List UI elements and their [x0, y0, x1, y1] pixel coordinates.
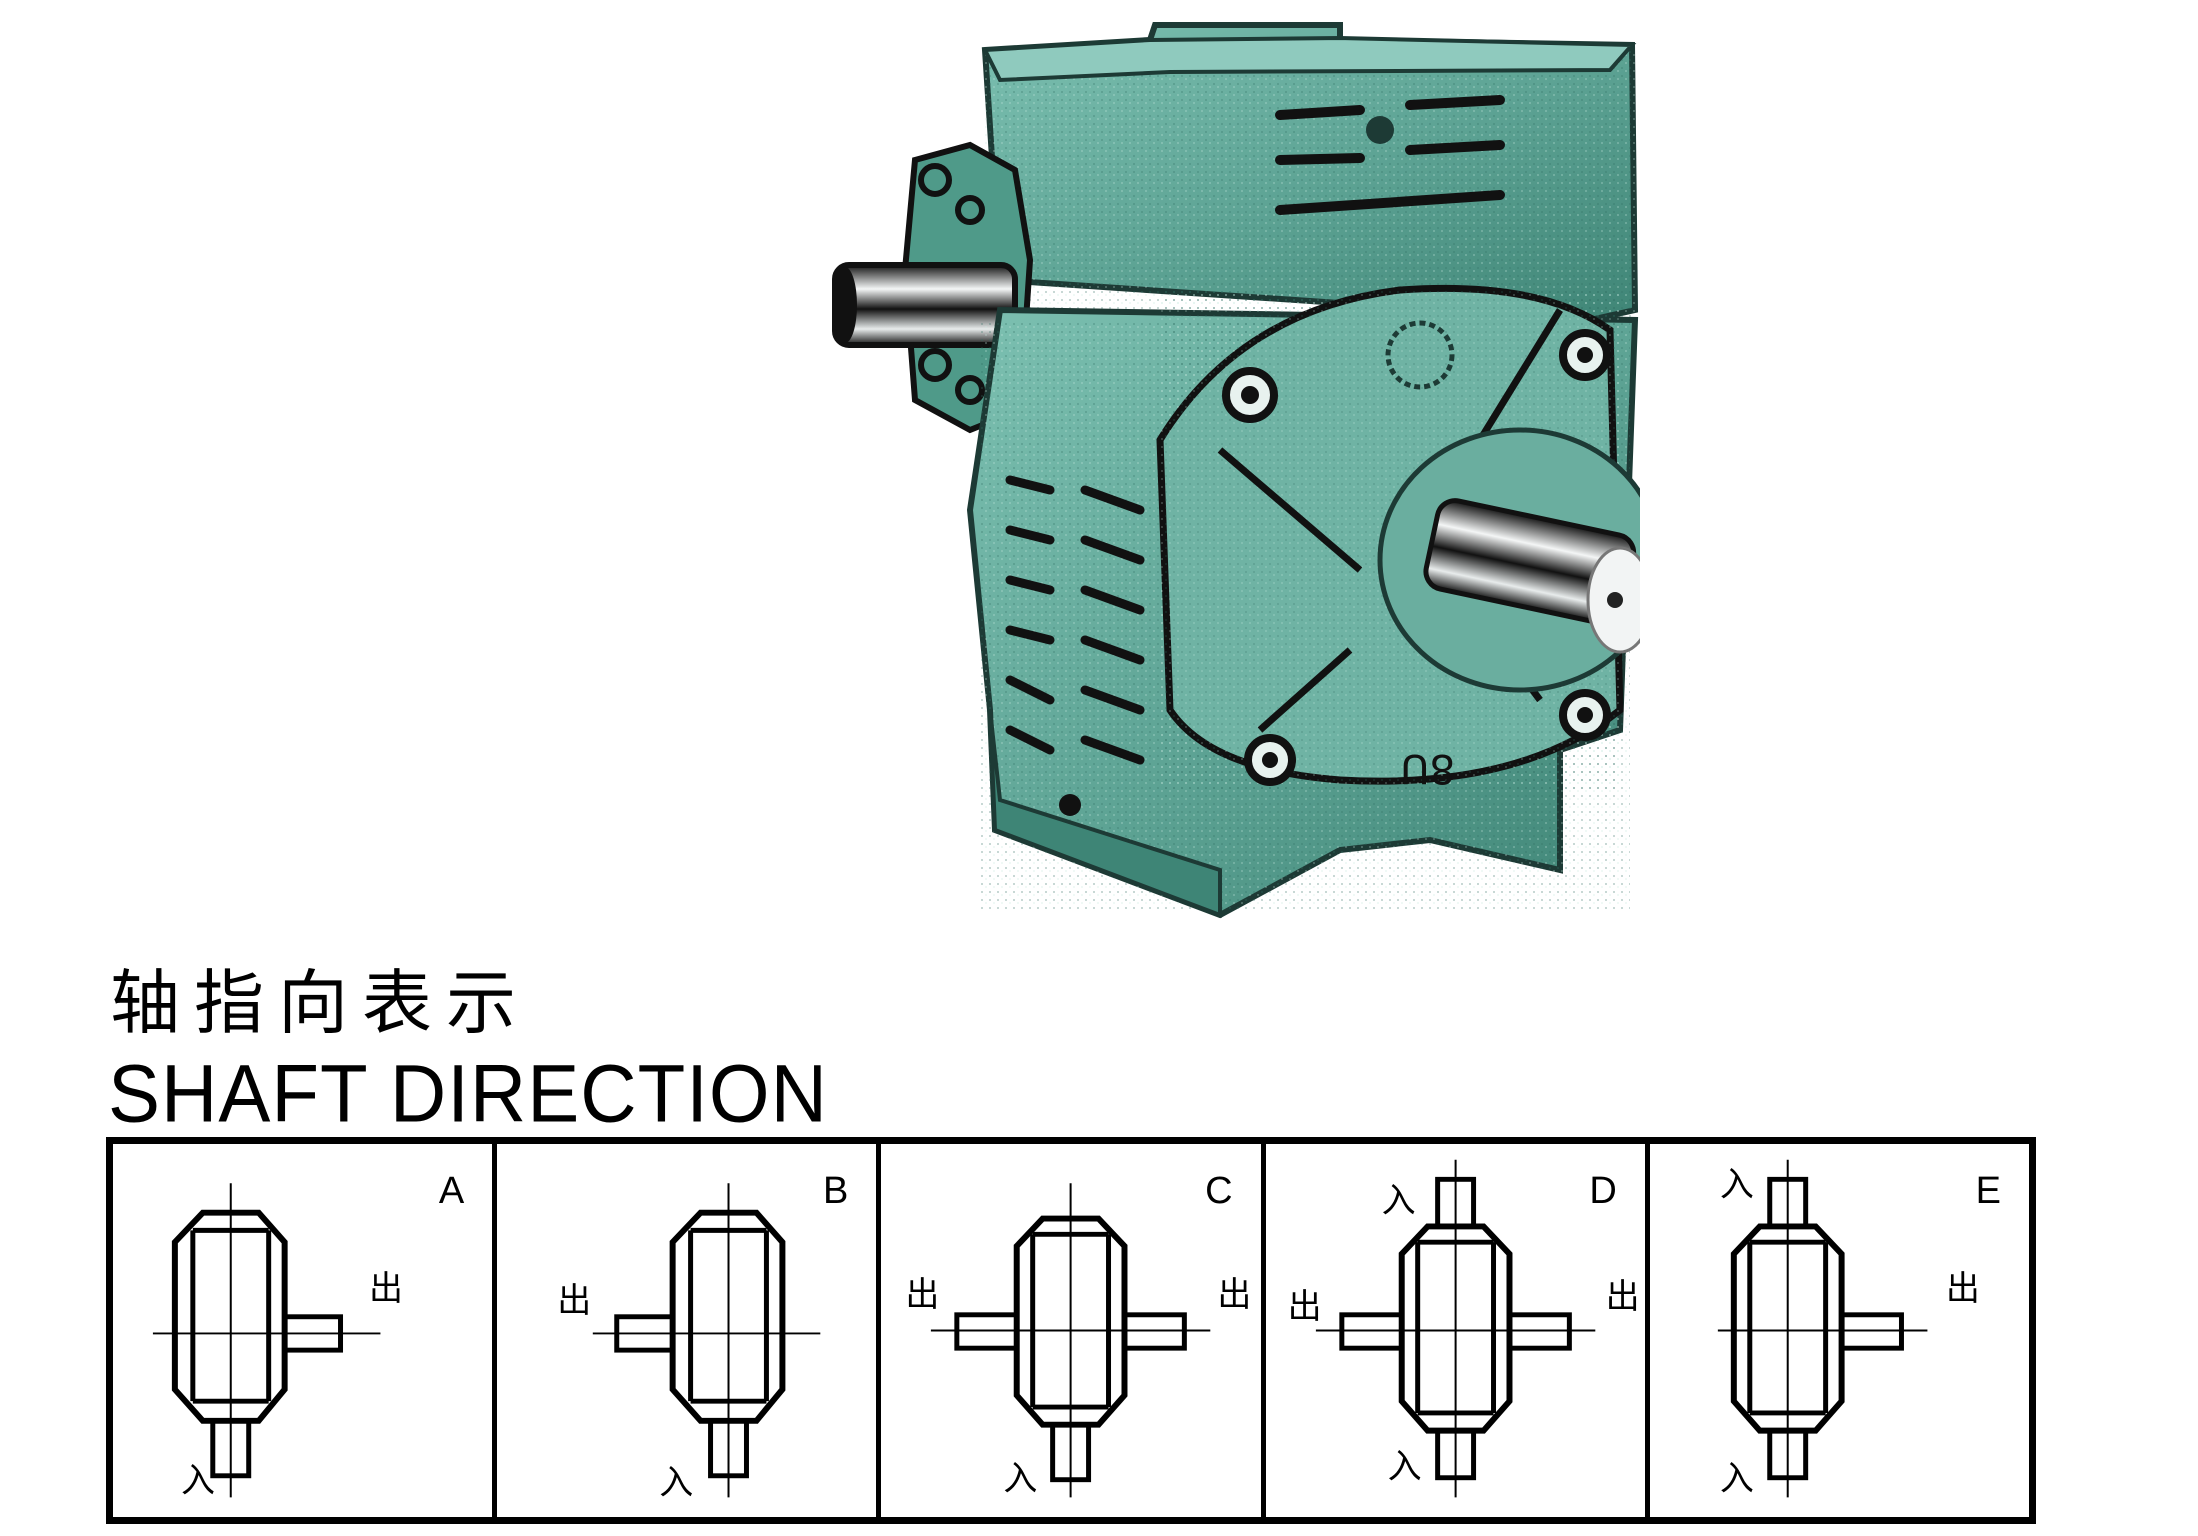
gearbox-photo: 8U: [820, 10, 1663, 930]
output-shaft-left: [954, 1312, 1020, 1351]
input-shaft-top: [1767, 1176, 1808, 1229]
panel-letter: B: [823, 1170, 849, 1212]
brand-logo: [1385, 320, 1455, 390]
title-english: SHAFT DIRECTION: [108, 1046, 828, 1140]
casting-mark: 8U: [1400, 745, 1455, 791]
gear-housing: [1014, 1215, 1128, 1428]
input-label: 入: [181, 1461, 215, 1501]
output-shaft-right: [1506, 1312, 1572, 1351]
cover-bolts: [1222, 329, 1611, 786]
output-label-left: 出: [1287, 1287, 1322, 1327]
output-shaft: [1838, 1312, 1904, 1351]
output-label-right: 出: [1217, 1275, 1252, 1315]
input-shaft: [210, 1418, 252, 1479]
input-shaft-top: [1434, 1176, 1476, 1229]
output-shaft-left: [1338, 1312, 1404, 1351]
diagram-e: [1717, 1159, 1928, 1498]
output-shaft: [282, 1314, 344, 1353]
diagram-b: [593, 1183, 821, 1498]
output-label: 出: [369, 1269, 403, 1309]
input-label: 入: [659, 1463, 694, 1503]
output-label-left: 出: [905, 1275, 940, 1315]
panel-a: A 出 入: [113, 1144, 498, 1517]
output-shaft-right: [1122, 1312, 1188, 1351]
input-label-top: 入: [1381, 1181, 1416, 1221]
side-fins: [1005, 475, 1145, 765]
input-label-top: 入: [1719, 1165, 1754, 1205]
panel-d: D 入 入 出 出: [1266, 1144, 1650, 1517]
panel-c: C 出 出 入: [881, 1144, 1266, 1517]
input-shaft: [1050, 1422, 1092, 1483]
gear-housing: [1398, 1223, 1513, 1434]
diagram-c: [931, 1183, 1211, 1498]
output-label-right: 出: [1605, 1277, 1640, 1317]
panel-b: B 出 入: [497, 1144, 882, 1517]
input-shaft-bottom: [1434, 1428, 1476, 1481]
panel-letter: E: [1975, 1170, 2002, 1212]
gearbox-illustration: 8U: [832, 22, 1663, 919]
diagram-d: [1315, 1159, 1595, 1498]
gear-housing: [669, 1209, 786, 1424]
shaft-direction-table: A 出 入 B 出 入: [106, 1137, 2036, 1524]
diagram-a: [152, 1183, 381, 1498]
gear-housing: [1730, 1223, 1845, 1434]
input-shaft: [708, 1418, 750, 1479]
output-label: 出: [557, 1281, 592, 1321]
output-shaft: [614, 1314, 676, 1353]
title-chinese: 轴指向表示: [110, 962, 530, 1044]
panel-letter: C: [1205, 1170, 1233, 1212]
input-label-bottom: 入: [1387, 1447, 1422, 1487]
cooling-fins: [1275, 95, 1505, 215]
gear-housing: [171, 1209, 288, 1424]
panel-letter: D: [1589, 1170, 1617, 1212]
input-shaft-bottom: [1767, 1428, 1808, 1481]
input-label: 入: [1003, 1459, 1038, 1499]
output-label: 出: [1945, 1269, 1980, 1309]
panel-letter: A: [438, 1170, 465, 1212]
input-label-bottom: 入: [1719, 1459, 1754, 1499]
panel-e: E 入 入 出: [1650, 1144, 2029, 1517]
